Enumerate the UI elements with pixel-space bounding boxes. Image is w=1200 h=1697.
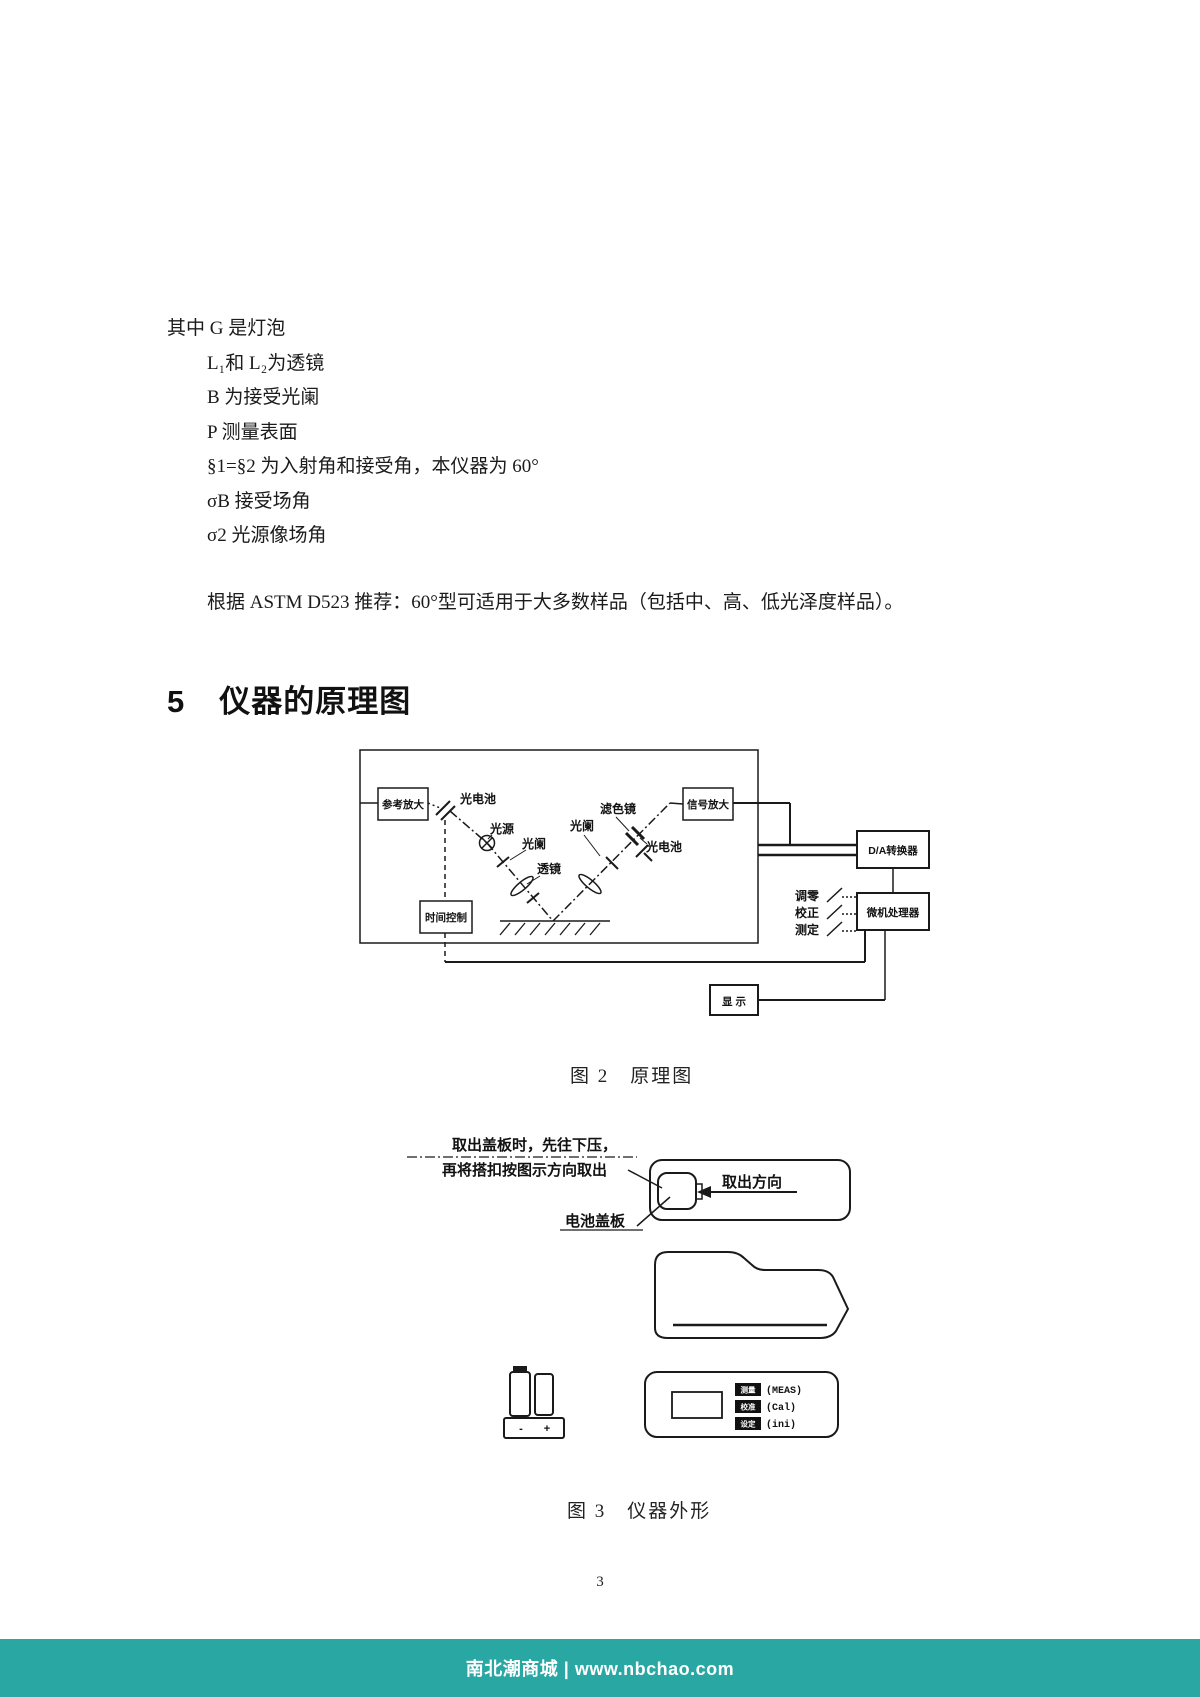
cover-note-line1: 取出盖板时，先往下压， (452, 1136, 617, 1154)
photocell-left-label: 光电池 (459, 791, 496, 806)
section-title: 仪器的原理图 (219, 684, 412, 719)
figure2-schematic: 参考放大 信号放大 时间控制 D/A转换器 微机处理器 显 示 光电池 光源 光… (359, 749, 930, 1016)
note-line: §1=§2 为入射角和接受角，本仪器为 60° (207, 456, 539, 477)
direction-label: 取出方向 (722, 1173, 782, 1191)
display-label: 显 示 (722, 996, 746, 1008)
da-converter-label: D/A转换器 (868, 844, 918, 857)
note-line: σB 接受场角 (207, 490, 311, 512)
button-meas-cn: 测量 (741, 1385, 756, 1395)
surface-hatching (499, 922, 601, 936)
display-window (671, 1391, 723, 1419)
aperture-left-symbol (496, 856, 510, 868)
aperture-right-symbol (605, 856, 619, 870)
battery-icons (503, 1366, 565, 1439)
filter-symbol (624, 825, 646, 847)
button-ini-cn: 设定 (741, 1419, 756, 1429)
cover-label: 电池盖板 (565, 1212, 626, 1230)
light-source-label: 光源 (489, 821, 514, 836)
battery-base (503, 1417, 565, 1439)
lens1-symbol (510, 875, 534, 897)
time-control-box (419, 900, 473, 934)
reflected-beam (552, 802, 671, 922)
section-number: 5 (167, 684, 186, 719)
photocell-right-label: 光电池 (645, 839, 682, 854)
figure3-caption: 图 3 仪器外形 (567, 1501, 712, 1522)
ref-amp-label: 参考放大 (382, 798, 424, 811)
light-source-symbol (478, 834, 496, 852)
footer-watermark-text: 南北潮商城 | www.nbchao.com (465, 1659, 735, 1679)
time-control-label: 时间控制 (425, 911, 467, 924)
cover-note-line2: 再将搭扣按图示方向取出 (442, 1161, 607, 1179)
signal-amp-label: 信号放大 (687, 798, 729, 811)
page-number: 3 (596, 1574, 604, 1590)
mcu-label: 微机处理器 (866, 906, 920, 919)
calibrate-label: 校正 (795, 905, 819, 920)
lens2-symbol (578, 873, 602, 895)
panel-buttons (735, 1383, 761, 1430)
lens-label: 透镜 (537, 861, 561, 876)
aperture-right-label: 光阑 (569, 818, 594, 833)
note-line: 其中 G 是灯泡 (167, 318, 286, 339)
button-ini-en: (ini) (766, 1419, 796, 1431)
front-panel (644, 1371, 839, 1438)
intro-notes: 其中 G 是灯泡 L₁和 L₂为透镜 B 为接受光阑 P 测量表面 §1=§2 … (167, 312, 539, 554)
reference-photocell (435, 800, 456, 821)
button-meas-en: (MEAS) (766, 1385, 802, 1397)
battery-minus: - (519, 1423, 523, 1435)
removal-arrow (697, 1186, 797, 1198)
battery-cover-topview (649, 1159, 851, 1221)
ref-amp-box (377, 787, 429, 821)
measure-photocell (635, 844, 653, 862)
battery-plus: + (544, 1423, 550, 1435)
cover-latch (657, 1172, 697, 1210)
zero-adjust-label: 调零 (795, 889, 820, 903)
instrument-side-profile (654, 1251, 850, 1339)
note-line: B 为接受光阑 (207, 387, 320, 408)
footer: 南北潮商城 | www.nbchao.com (0, 1639, 1200, 1697)
section-heading: 5 仪器的原理图 (167, 676, 411, 721)
note-line: L₁和 L₂为透镜 (207, 352, 325, 374)
note-line: σ2 光源像场角 (207, 525, 327, 546)
optical-bench-frame (359, 749, 759, 944)
button-cal-cn: 校准 (741, 1402, 756, 1412)
figure2-caption: 图 2 原理图 (570, 1066, 694, 1087)
figure3-outline: 取出盖板时，先往下压， 再将搭扣按图示方向取出 取出方向 电池盖板 - + 测量… (407, 1136, 851, 1439)
button-cal-en: (Cal) (766, 1402, 796, 1414)
mode-switches (826, 887, 857, 937)
filter-label: 滤色镜 (600, 801, 636, 816)
note-line: P 测量表面 (207, 421, 298, 443)
recommendation-paragraph: 根据 ASTM D523 推荐：60°型可适用于大多数样品（包括中、高、低光泽度… (207, 592, 904, 613)
aperture-left-label: 光阑 (521, 836, 546, 851)
measure-label: 测定 (795, 922, 819, 937)
